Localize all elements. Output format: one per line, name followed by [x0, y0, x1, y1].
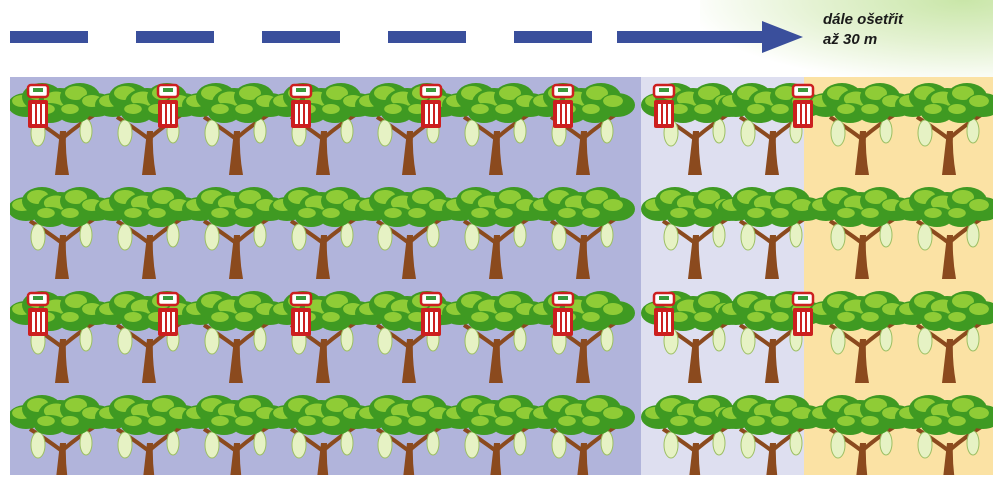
grapevine-icon: [95, 187, 201, 279]
red-trap-icon: [419, 291, 443, 336]
grapevine-icon: [355, 187, 461, 279]
vine-row: [10, 83, 993, 175]
grapevine-icon: [808, 291, 914, 383]
vine-row: [10, 291, 993, 383]
red-trap-icon: [652, 291, 676, 336]
grapevine-icon: [182, 83, 288, 175]
grapevine-icon: [95, 83, 201, 175]
grapevine-icon: [529, 395, 635, 475]
red-trap-icon: [791, 291, 815, 336]
dashed-line: [10, 31, 592, 43]
grapevine-icon: [10, 83, 114, 175]
grapevine-icon: [355, 83, 461, 175]
red-trap-icon: [156, 83, 180, 128]
caption: dále ošetřit až 30 m: [823, 10, 903, 50]
grapevine-icon: [95, 395, 201, 475]
caption-line-1: dále ošetřit: [823, 11, 904, 28]
arrow-right-icon: [762, 21, 803, 53]
grapevine-icon: [355, 291, 461, 383]
grapevine-icon: [442, 291, 548, 383]
grapevine-icon: [10, 291, 114, 383]
dash-segment: [136, 31, 214, 43]
grapevine-icon: [182, 291, 288, 383]
grapevine-icon: [808, 83, 914, 175]
grapevine-icon: [808, 395, 914, 475]
grapevine-icon: [442, 83, 548, 175]
red-trap-icon: [26, 291, 50, 336]
grapevine-icon: [182, 187, 288, 279]
red-trap-icon: [26, 83, 50, 128]
dash-segment: [10, 31, 88, 43]
grapevine-icon: [529, 291, 635, 383]
grapevine-icon: [895, 83, 993, 175]
grapevine-icon: [182, 395, 288, 475]
grapevine-icon: [355, 395, 461, 475]
grapevine-icon: [10, 395, 114, 475]
red-trap-icon: [791, 83, 815, 128]
grapevine-icon: [808, 187, 914, 279]
caption-line-2: až 30 m: [823, 31, 878, 48]
red-trap-icon: [289, 291, 313, 336]
grapevine-icon: [895, 291, 993, 383]
grapevine-icon: [895, 395, 993, 475]
red-trap-icon: [289, 83, 313, 128]
grapevine-icon: [95, 291, 201, 383]
arrow-shaft: [617, 31, 767, 43]
grapevine-icon: [269, 187, 375, 279]
grapevine-icon: [641, 83, 747, 175]
grapevine-icon: [895, 187, 993, 279]
dash-segment: [514, 31, 592, 43]
vine-rows: [10, 83, 993, 475]
grapevine-icon: [269, 83, 375, 175]
vine-row: [10, 395, 993, 475]
vine-row: [10, 187, 993, 279]
red-trap-icon: [419, 83, 443, 128]
grapevine-icon: [718, 395, 824, 475]
red-trap-icon: [551, 83, 575, 128]
direction-arrow: [10, 21, 803, 53]
grapevine-icon: [269, 291, 375, 383]
grapevine-icon: [269, 395, 375, 475]
grapevine-icon: [10, 187, 114, 279]
grapevine-icon: [718, 187, 824, 279]
red-trap-icon: [652, 83, 676, 128]
grapevine-icon: [529, 187, 635, 279]
red-trap-icon: [156, 291, 180, 336]
red-trap-icon: [551, 291, 575, 336]
grapevine-icon: [529, 83, 635, 175]
grapevine-icon: [442, 187, 548, 279]
vineyard-diagram: [10, 77, 993, 475]
dash-segment: [388, 31, 466, 43]
grapevine-icon: [442, 395, 548, 475]
dash-segment: [262, 31, 340, 43]
